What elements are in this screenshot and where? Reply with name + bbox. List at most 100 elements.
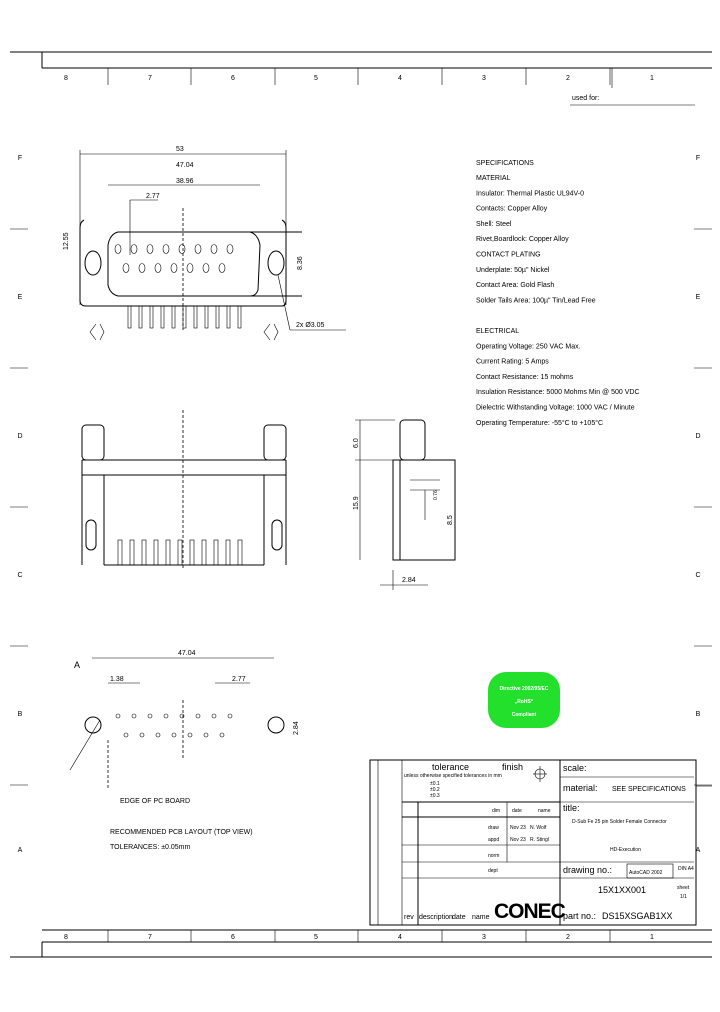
layout-dim-offset: 1.38 xyxy=(110,676,124,683)
row-name: R. Stingl xyxy=(530,837,549,843)
column-label: 2 xyxy=(566,75,570,82)
side-dim-4: 0.76 xyxy=(433,490,439,500)
row-date: Nov 23 xyxy=(510,825,526,831)
tol-value: ±0.3 xyxy=(430,793,440,799)
row-name: N. Wolf xyxy=(530,825,547,831)
solder-tail xyxy=(160,305,165,329)
size-label: DIN A4 xyxy=(678,866,694,872)
row-label: B xyxy=(696,711,701,718)
sheet-label: sheet xyxy=(677,885,690,891)
specs-title: SPECIFICATIONS xyxy=(476,160,534,167)
conec-logo: CONEC xyxy=(494,900,566,923)
part-no-label: part no.: xyxy=(563,911,596,921)
solder-tail xyxy=(226,305,231,329)
spec-line: Contacts: Copper Alloy xyxy=(476,206,548,213)
solder-tail xyxy=(201,539,207,566)
layout-dim-width: 47.04 xyxy=(178,650,196,657)
pin xyxy=(178,244,186,254)
finish-label: finish xyxy=(502,762,523,772)
pcb-hole xyxy=(227,713,233,719)
column-label: 1 xyxy=(650,75,654,82)
hole-note: 2x Ø3.05 xyxy=(296,322,325,329)
pcb-hole xyxy=(155,732,161,738)
column-label: 3 xyxy=(482,75,486,82)
column-label: 7 xyxy=(148,934,152,941)
spec-line: CONTACT PLATING xyxy=(476,252,541,259)
layout-dim-row: 2.84 xyxy=(293,721,300,735)
pcb-hole xyxy=(171,732,177,738)
pin xyxy=(210,244,218,254)
solder-tail xyxy=(138,305,143,329)
column-label: 8 xyxy=(64,934,68,941)
pcb-hole xyxy=(139,732,145,738)
solder-tail xyxy=(237,539,243,566)
pin xyxy=(122,263,130,273)
column-label: 4 xyxy=(398,75,402,82)
tol-value: ±0.1 xyxy=(430,781,440,787)
tolerance-note: unless otherwise specified tolerances in… xyxy=(404,773,502,779)
spec-line: Dielectric Withstanding Voltage: 1000 VA… xyxy=(476,405,635,412)
side-dim-bottom: 2.84 xyxy=(402,577,416,584)
layout-tolerance: TOLERANCES: ±0.05mm xyxy=(110,844,191,851)
pcb-hole xyxy=(163,713,169,719)
pcb-hole xyxy=(219,732,225,738)
solder-tail xyxy=(237,305,242,329)
solder-tail xyxy=(225,539,231,566)
column-label: 2 xyxy=(566,934,570,941)
scale-label: scale: xyxy=(563,763,587,773)
solder-tail xyxy=(182,305,187,329)
drawing-number: 15X1XX001 xyxy=(598,885,646,895)
column-label: 3 xyxy=(482,934,486,941)
row-label: appd xyxy=(488,837,499,843)
side-view: 6.0 15.9 8.5 0.76 2.84 xyxy=(353,419,456,590)
pcb-hole xyxy=(195,713,201,719)
dim-shell-width: 38.96 xyxy=(176,178,194,185)
spec-line: Shell: Steel xyxy=(476,221,512,228)
header-date: date xyxy=(512,808,522,814)
row-label: B xyxy=(18,711,23,718)
spec-line: Current Rating: 5 Amps xyxy=(476,359,549,366)
rev-header: rev xyxy=(404,914,414,921)
solder-tail xyxy=(153,539,159,566)
column-label: 7 xyxy=(148,75,152,82)
material-value: SEE SPECIFICATIONS xyxy=(612,786,686,793)
row-label: D xyxy=(695,433,700,440)
pin xyxy=(218,263,226,273)
pcb-hole xyxy=(131,713,137,719)
solder-tail xyxy=(171,305,176,329)
solder-tail xyxy=(215,305,220,329)
solder-tail xyxy=(141,539,147,566)
edge-of-pcb-label: EDGE OF PC BOARD xyxy=(120,798,190,805)
row-label: norm xyxy=(488,853,499,859)
pin xyxy=(194,244,202,254)
row-label: F xyxy=(696,155,700,162)
solder-tail xyxy=(127,305,132,329)
title-value-2: HD-Execution xyxy=(610,847,641,853)
row-label: C xyxy=(695,572,700,579)
pin xyxy=(202,263,210,273)
used-for-label: used for: xyxy=(572,95,599,102)
side-dim-3: 8.5 xyxy=(447,515,454,525)
tol-value: ±0.2 xyxy=(430,787,440,793)
tolerance-label: tolerance xyxy=(432,762,469,772)
pin xyxy=(138,263,146,273)
row-label: draw xyxy=(488,825,499,831)
projection-symbol-icon xyxy=(533,766,547,782)
pin xyxy=(186,263,194,273)
pin xyxy=(226,244,234,254)
row-date: Nov 23 xyxy=(510,837,526,843)
row-label: dept xyxy=(488,868,498,874)
pin xyxy=(114,244,122,254)
date-header: date xyxy=(452,914,466,921)
description-header: description xyxy=(419,914,453,921)
title-value: D-Sub Fe 25 pin Solder Female Connector xyxy=(572,819,667,825)
header-dim: dim xyxy=(492,808,500,814)
spec-line: MATERIAL xyxy=(476,175,511,182)
sheet-value: 1/1 xyxy=(680,894,687,900)
row-label: A xyxy=(696,847,701,854)
row-label: A xyxy=(18,847,23,854)
